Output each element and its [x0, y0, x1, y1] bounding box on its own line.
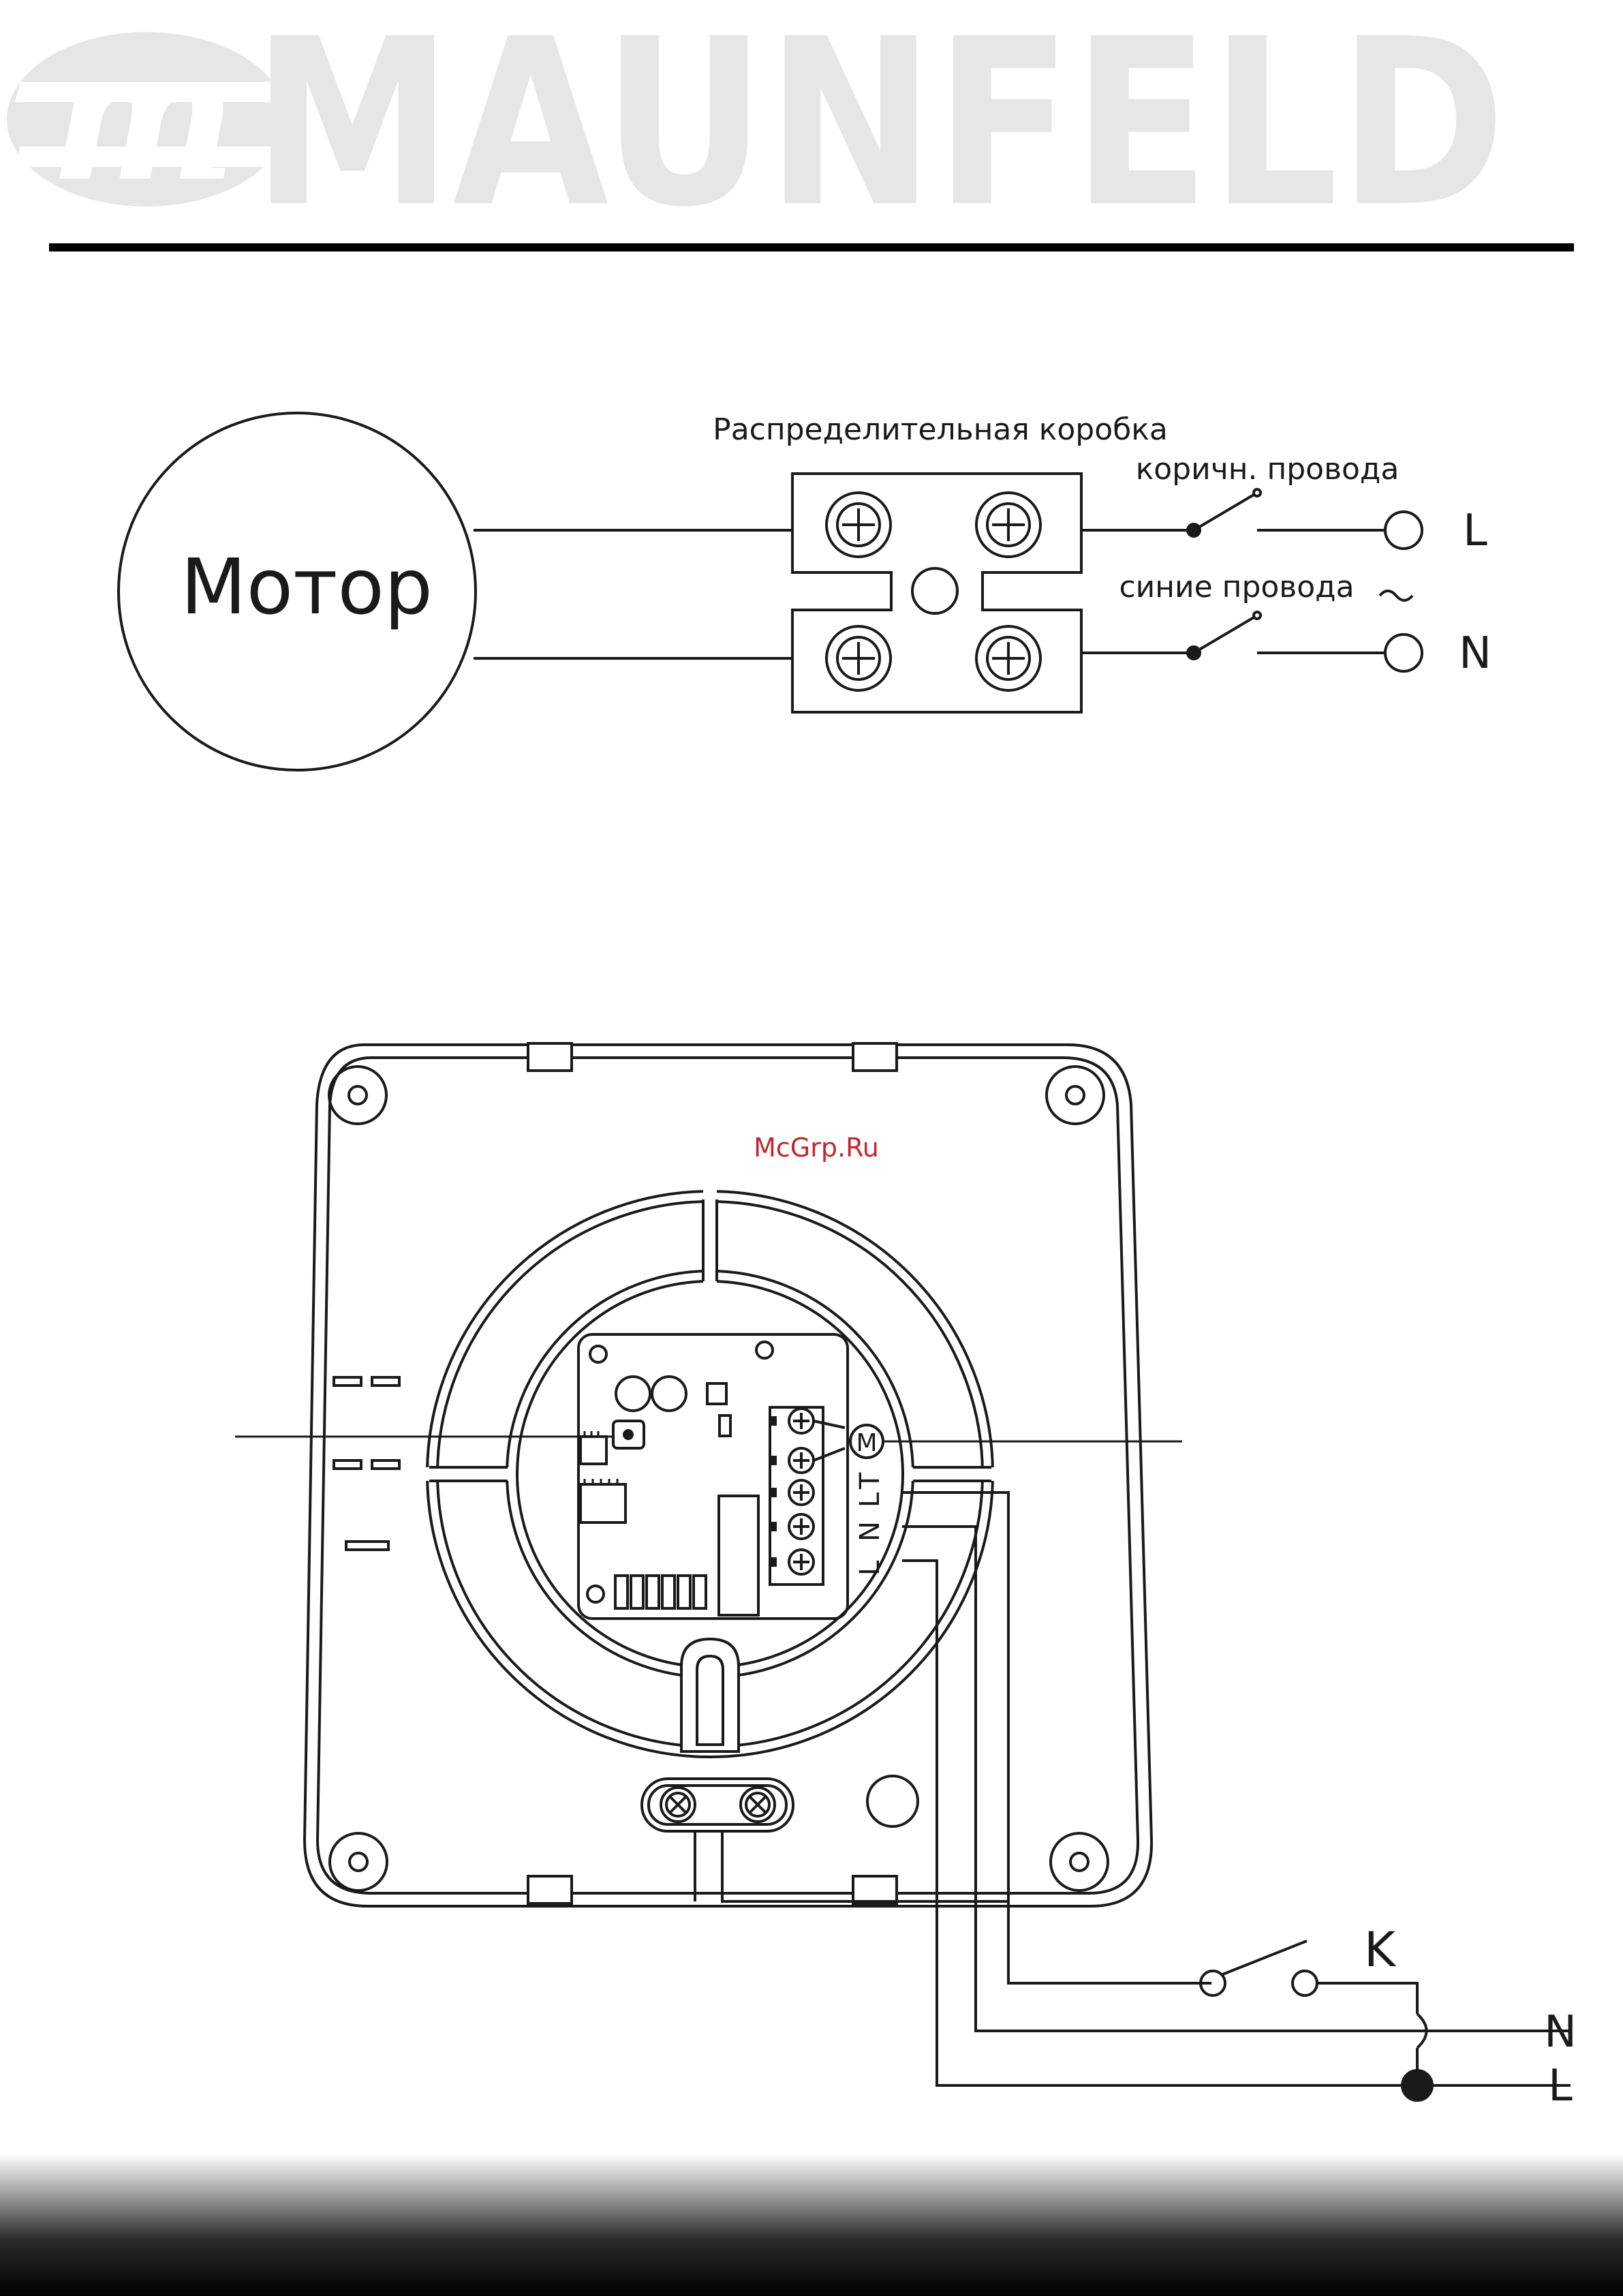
wiring-diagram-fan-unit: M L N L T: [235, 1043, 1577, 2111]
motor-symbol: M: [856, 1429, 877, 1457]
blue-wires-label: синие провода: [1119, 570, 1354, 604]
terminal-screw-icon: [789, 1514, 814, 1539]
header-rule: [49, 243, 1574, 251]
mounting-hole-icon: [1051, 1833, 1108, 1891]
board-hole: [756, 1342, 773, 1358]
junction-box: [792, 474, 1081, 712]
brown-wires-label: коричн. провода: [1136, 452, 1400, 487]
n-line: N: [1081, 612, 1491, 679]
chip-icon: [581, 1484, 625, 1522]
switch-contact-icon: [1194, 617, 1254, 653]
box-mount-hole: [912, 568, 957, 613]
switch-k-label: K: [1364, 1922, 1397, 1978]
housing-clip: [853, 1876, 897, 1903]
switch-contact-icon: [1194, 495, 1254, 530]
terminal-n-icon: [1385, 634, 1422, 671]
motor-label: Мотор: [181, 543, 433, 632]
board-hole: [590, 1346, 606, 1362]
mounting-hole-icon: [329, 1067, 386, 1124]
footer-band: [0, 2154, 1623, 2296]
gland-screw-icon: [741, 1788, 775, 1822]
ac-symbol-icon: [1380, 591, 1412, 600]
capacitor-icon: [652, 1377, 686, 1411]
junction-dot-icon: [1402, 2070, 1432, 2100]
fan-ring: [426, 1189, 995, 1757]
brand-name: MAUNFELD: [252, 0, 1506, 258]
relay-icon: [719, 1496, 758, 1615]
terminal-l-icon: [1385, 512, 1422, 549]
line-l-label: L: [1548, 2061, 1573, 2111]
watermark: McGrp.Ru: [754, 1133, 879, 1163]
l-line: L: [1081, 489, 1487, 556]
terminal-label-lt-l: L: [854, 1492, 886, 1507]
board-hole: [587, 1586, 604, 1602]
gland-screw-icon: [661, 1788, 695, 1822]
housing-clip: [528, 1043, 572, 1071]
terminal-l-label: L: [1463, 506, 1487, 556]
terminal-block: [770, 1407, 823, 1585]
motor-symbol: Мотор: [119, 413, 476, 770]
switch-k-contact-icon: [1293, 1971, 1317, 1995]
maunfeld-logo-icon: m: [7, 13, 286, 221]
logo-letter: m: [49, 13, 236, 221]
terminal-screw-icon: [789, 1448, 814, 1473]
terminal-screw-icon: [789, 1550, 814, 1574]
terminal-label-n: N: [854, 1521, 886, 1542]
mounting-hole-icon: [1047, 1067, 1104, 1124]
brand-header: m MAUNFELD: [7, 0, 1574, 258]
sensor-window: [867, 1776, 918, 1826]
terminal-label-lt-t: T: [854, 1472, 886, 1490]
control-board: M: [578, 1334, 883, 1619]
cable-gland: [642, 1779, 793, 1898]
terminal-n-label: N: [1459, 628, 1491, 679]
junction-box-label: Распределительная коробка: [713, 412, 1168, 447]
terminal-label-l: L: [854, 1560, 886, 1576]
screw-terminal-icon: [976, 626, 1040, 690]
housing-clip: [528, 1876, 572, 1903]
chip-icon: [581, 1437, 606, 1464]
switch-k-lever-icon: [1221, 1941, 1307, 1975]
mounting-hole-icon: [330, 1833, 387, 1891]
capacitor-icon: [616, 1377, 650, 1411]
resistor-array-icon: [615, 1576, 706, 1608]
terminal-screw-icon: [789, 1409, 814, 1433]
screw-terminal-icon: [826, 493, 891, 557]
line-n-label: N: [1544, 2007, 1577, 2057]
screw-terminal-icon: [976, 493, 1040, 557]
terminal-screw-icon: [789, 1480, 814, 1505]
housing-clip: [853, 1043, 897, 1071]
wiring-diagram-junction-box: Мотор Рас: [119, 412, 1491, 770]
screw-terminal-icon: [826, 626, 891, 690]
